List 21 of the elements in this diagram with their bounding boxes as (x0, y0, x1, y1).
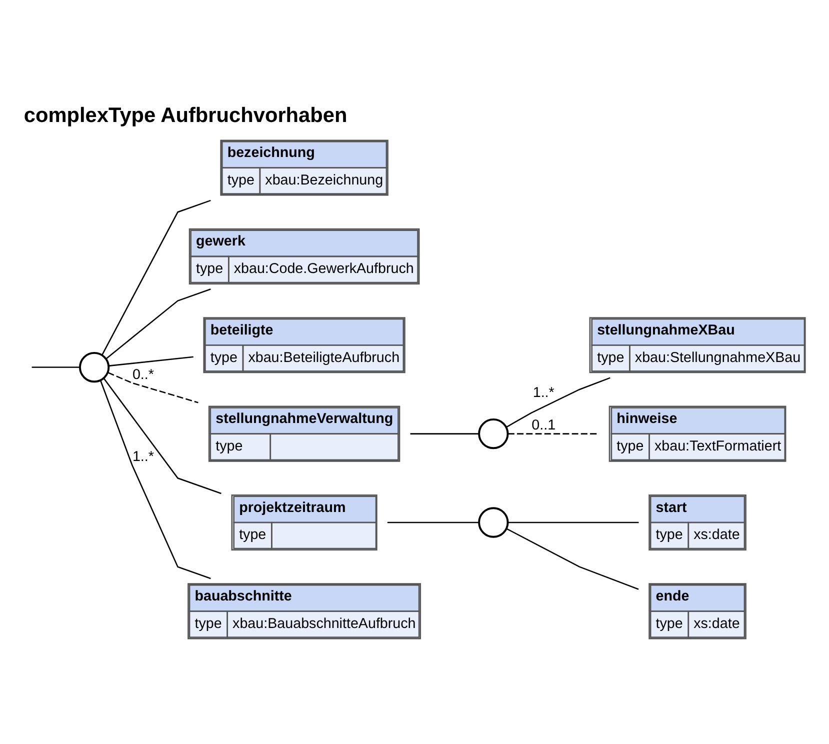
connector (32, 366, 80, 368)
edge-label: 0..* (132, 366, 154, 382)
connector (387, 521, 479, 523)
connector (410, 432, 479, 434)
connector (108, 371, 198, 403)
connector (506, 376, 610, 428)
diagram-title: complexType Aufbruchvorhaben (24, 103, 348, 126)
edge-label: 0..1 (532, 417, 556, 434)
edge-label: 1..* (132, 448, 154, 464)
node-circle (78, 351, 110, 382)
connector (106, 288, 211, 359)
connector (508, 432, 599, 434)
connector (101, 199, 211, 355)
connector (506, 528, 639, 590)
node-circle (478, 506, 509, 538)
connector (100, 380, 211, 579)
connector (109, 356, 194, 366)
edge-label: 1..* (532, 384, 554, 401)
node-circle (478, 418, 509, 449)
connector (103, 377, 222, 494)
connector (508, 521, 639, 523)
